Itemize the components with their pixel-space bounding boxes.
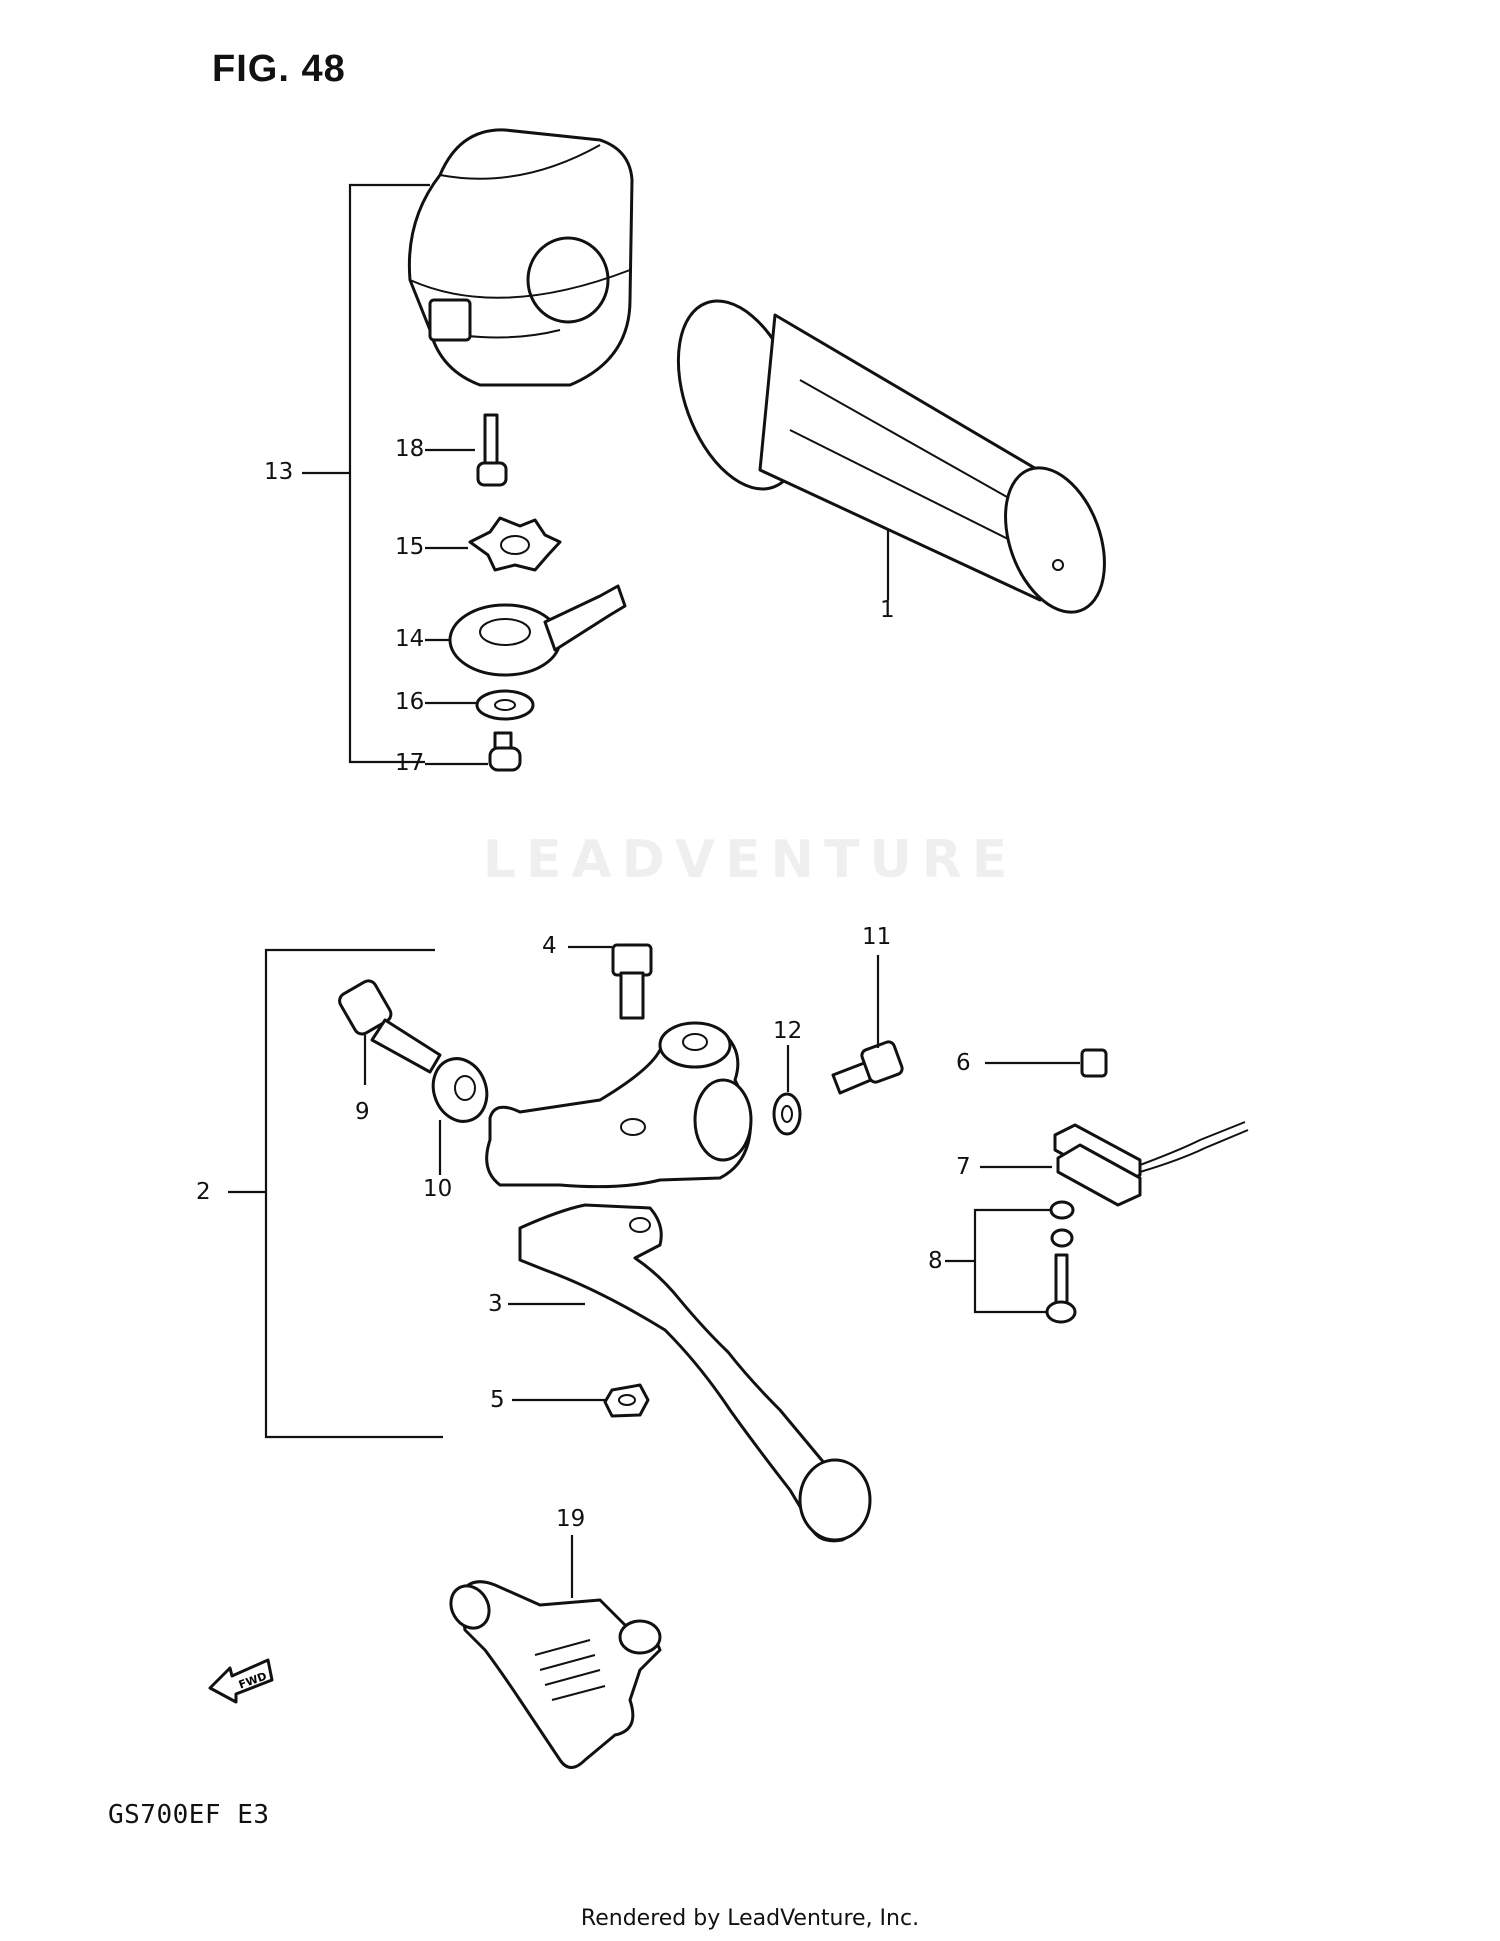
- star-washer-15: [468, 516, 562, 572]
- washer-12: [772, 1092, 802, 1136]
- callout-10: 10: [423, 1176, 453, 1202]
- clutch-lever-3: [518, 1203, 872, 1543]
- watermark-logo: LEADVENTURE: [482, 830, 1018, 890]
- screw-set-8: [1045, 1200, 1077, 1324]
- clutch-switch-7: [1053, 1121, 1249, 1207]
- screw-11: [831, 1040, 904, 1095]
- callout-6: 6: [956, 1050, 971, 1076]
- lever-cover-19: [449, 1580, 662, 1769]
- callout-4: 4: [542, 933, 557, 959]
- callout-11: 11: [862, 924, 892, 950]
- screw-18: [476, 413, 508, 487]
- adjuster-bolt-9: [338, 979, 442, 1074]
- callout-5: 5: [490, 1387, 505, 1413]
- callout-8: 8: [928, 1248, 943, 1274]
- callout-18: 18: [395, 436, 425, 462]
- lever-holder: [485, 1021, 753, 1189]
- callout-17: 17: [395, 750, 425, 776]
- model-code: GS700EF E3: [108, 1800, 270, 1830]
- nut-5: [603, 1383, 650, 1418]
- callout-3: 3: [488, 1291, 503, 1317]
- callout-2: 2: [196, 1179, 211, 1205]
- lock-nut-10: [431, 1057, 489, 1123]
- pivot-bolt-4: [611, 943, 653, 1020]
- callout-14: 14: [395, 626, 425, 652]
- handlebar-grip-1: [676, 299, 1106, 614]
- figure-title: FIG. 48: [212, 48, 346, 90]
- clip-6: [1080, 1048, 1108, 1078]
- callout-9: 9: [355, 1099, 370, 1125]
- callout-7: 7: [956, 1154, 971, 1180]
- footer-credit: Rendered by LeadVenture, Inc.: [580, 1906, 920, 1931]
- callout-13: 13: [264, 459, 294, 485]
- fwd-arrow-icon: FWD: [208, 1658, 274, 1704]
- callout-19: 19: [556, 1506, 586, 1532]
- washer-16: [475, 689, 535, 721]
- bracket-2: [264, 948, 443, 1439]
- callout-15: 15: [395, 534, 425, 560]
- screw-17: [488, 731, 522, 772]
- switch-housing-13: [407, 128, 634, 387]
- lever-plate-14: [448, 584, 627, 677]
- callout-1: 1: [880, 597, 895, 623]
- callout-16: 16: [395, 689, 425, 715]
- callout-12: 12: [773, 1018, 803, 1044]
